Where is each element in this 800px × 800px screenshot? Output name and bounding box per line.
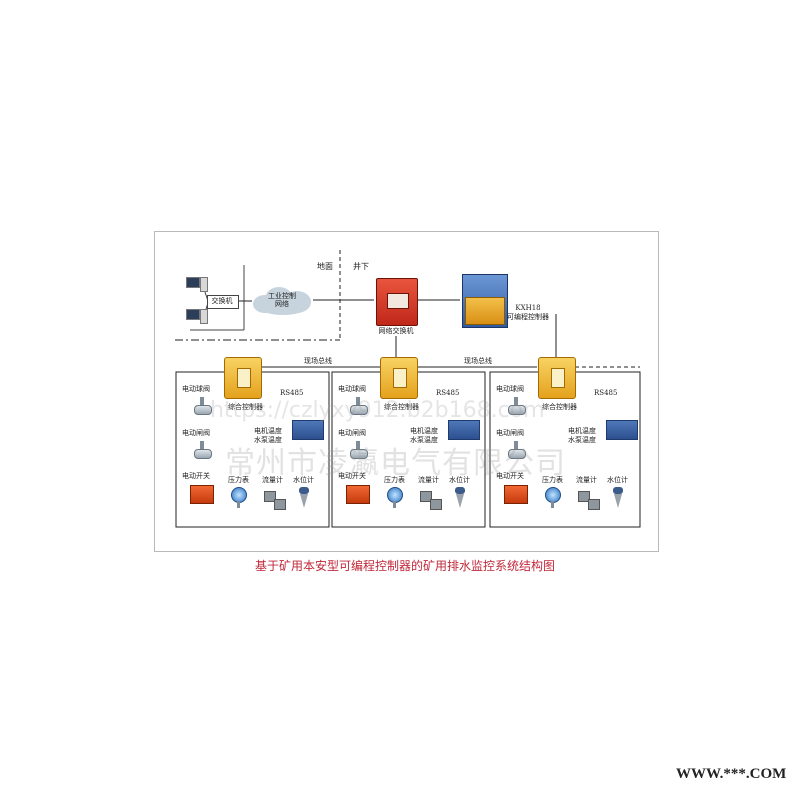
motor-temp-label: 电机温度 — [254, 427, 282, 435]
flow-meter-sensor-icon — [274, 499, 286, 510]
flow-meter-sensor-icon — [588, 499, 600, 510]
electric-switch-icon — [504, 485, 528, 504]
ground-label: 地面 — [317, 262, 333, 271]
plc-label: 可编程控制器 — [507, 313, 549, 321]
field-bus-label-2: 现场总线 — [464, 357, 492, 365]
pressure-gauge-icon — [387, 487, 403, 508]
electric-switch-icon — [346, 485, 370, 504]
gate-valve-label: 电动闸阀 — [338, 429, 366, 437]
network-switch-icon — [376, 278, 418, 326]
water-level-icon — [298, 487, 310, 509]
flow-meter-label: 流量计 — [262, 476, 283, 484]
field-station-2: 综合控制器 RS485 电动球阀 电动闸阀 电动开关 电机温度 水泵温度 压力表… — [332, 357, 487, 529]
temperature-module-icon — [292, 420, 324, 440]
cabinet-label: 综合控制器 — [542, 403, 577, 411]
gate-valve-icon — [508, 441, 526, 459]
field-bus-label-1: 现场总线 — [304, 357, 332, 365]
pressure-gauge-icon — [545, 487, 561, 508]
switch-label: 电动开关 — [496, 472, 524, 480]
water-level-label: 水位计 — [293, 476, 314, 484]
rs485-label: RS485 — [436, 389, 460, 397]
gate-valve-label: 电动闸阀 — [496, 429, 524, 437]
pump-temp-label: 水泵温度 — [254, 436, 282, 444]
field-station-1: 综合控制器 RS485 电动球阀 电动闸阀 电动开关 电机温度 水泵温度 压力表… — [176, 357, 331, 529]
gate-valve-icon — [194, 441, 212, 459]
ball-valve-icon — [508, 397, 526, 415]
network-label: 工业控制 网络 — [268, 292, 296, 308]
flow-meter-label: 流量计 — [418, 476, 439, 484]
rs485-label: RS485 — [280, 389, 304, 397]
pump-temp-label: 水泵温度 — [410, 436, 438, 444]
ball-valve-icon — [350, 397, 368, 415]
watermark-text: 常州市凌瀛电气有限公司 — [225, 446, 566, 481]
water-level-icon — [454, 487, 466, 509]
water-level-label: 水位计 — [607, 476, 628, 484]
rs485-label: RS485 — [594, 389, 618, 397]
switch-label: 交换机 — [211, 297, 233, 305]
plc-model: KXH18 — [515, 304, 541, 312]
gate-valve-label: 电动闸阀 — [182, 429, 210, 437]
pressure-gauge-icon — [231, 487, 247, 508]
field-station-3: 综合控制器 RS485 电动球阀 电动闸阀 电动开关 电机温度 水泵温度 压力表… — [490, 357, 645, 529]
ball-valve-label: 电动球阀 — [496, 385, 524, 393]
pressure-gauge-label: 压力表 — [384, 476, 405, 484]
motor-temp-label: 电机温度 — [410, 427, 438, 435]
temperature-module-icon — [606, 420, 638, 440]
cabinet-label: 综合控制器 — [228, 403, 263, 411]
ball-valve-label: 电动球阀 — [182, 385, 210, 393]
gate-valve-icon — [350, 441, 368, 459]
controller-cabinet-icon — [538, 357, 576, 399]
electric-switch-icon — [190, 485, 214, 504]
ball-valve-label: 电动球阀 — [338, 385, 366, 393]
water-level-label: 水位计 — [449, 476, 470, 484]
watermark-url: https://czlyxy912.b2b168.com — [210, 398, 545, 423]
pump-temp-label: 水泵温度 — [568, 436, 596, 444]
switch-box — [207, 295, 239, 309]
workstation-bottom — [186, 309, 208, 324]
network-cloud-icon — [251, 285, 313, 315]
temperature-module-icon — [448, 420, 480, 440]
network-switch-label: 网络交换机 — [378, 327, 414, 335]
controller-cabinet-icon — [380, 357, 418, 399]
cabinet-label: 综合控制器 — [384, 403, 419, 411]
water-level-icon — [612, 487, 624, 509]
diagram-caption: 基于矿用本安型可编程控制器的矿用排水监控系统结构图 — [254, 559, 556, 573]
pressure-gauge-label: 压力表 — [228, 476, 249, 484]
flow-meter-icon — [420, 491, 432, 502]
flow-meter-sensor-icon — [430, 499, 442, 510]
underground-label: 井下 — [353, 262, 369, 271]
plc-cabinet-icon — [462, 274, 508, 328]
motor-temp-label: 电机温度 — [568, 427, 596, 435]
pressure-gauge-label: 压力表 — [542, 476, 563, 484]
switch-label: 电动开关 — [338, 472, 366, 480]
controller-cabinet-icon — [224, 357, 262, 399]
flow-meter-icon — [264, 491, 276, 502]
flow-meter-icon — [578, 491, 590, 502]
footer-url: WWW.***.COM — [676, 766, 787, 782]
flow-meter-label: 流量计 — [576, 476, 597, 484]
ball-valve-icon — [194, 397, 212, 415]
switch-label: 电动开关 — [182, 472, 210, 480]
workstation-top — [186, 277, 208, 292]
